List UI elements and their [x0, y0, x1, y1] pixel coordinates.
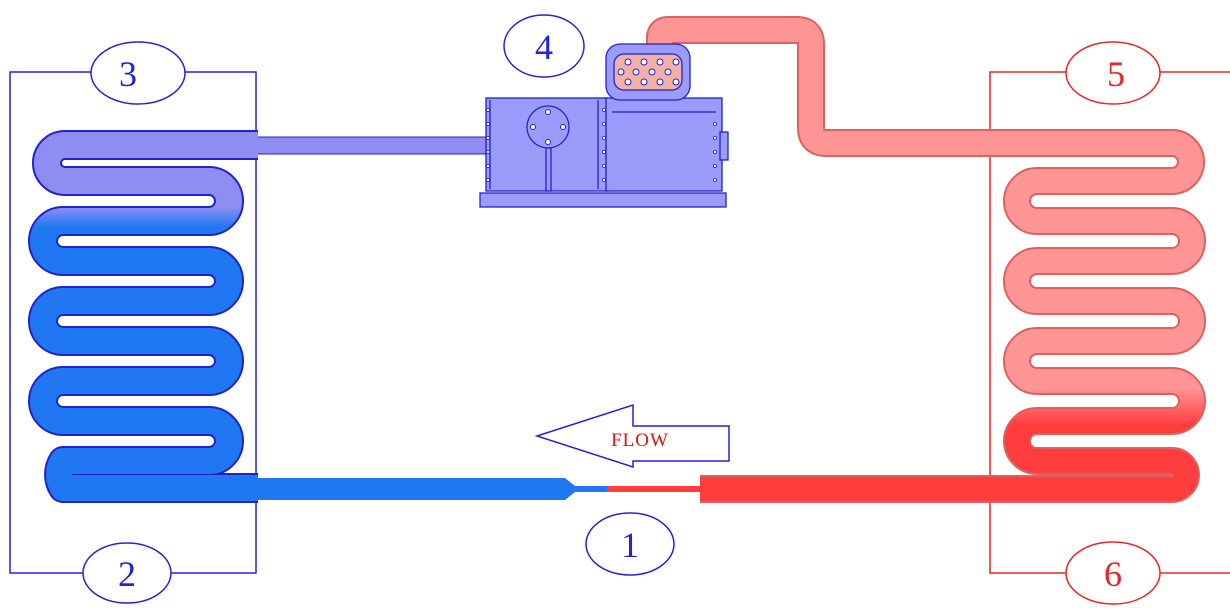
state-point-6-label: 6: [1104, 554, 1122, 594]
state-point-1-label: 1: [621, 525, 639, 565]
state-point-6: 6: [1065, 541, 1161, 605]
state-point-4-label: 4: [535, 27, 553, 67]
state-point-5: 5: [1065, 41, 1161, 105]
evaporator-coil: [28, 130, 258, 503]
state-point-1: 1: [585, 512, 675, 576]
state-point-4: 4: [503, 14, 585, 78]
suction-line: [254, 136, 488, 155]
state-point-3-label: 3: [119, 54, 137, 94]
flow-arrow-icon: FLOW: [534, 403, 730, 469]
compressor-icon: [479, 43, 729, 208]
state-point-2-label: 2: [118, 554, 136, 594]
state-point-5-label: 5: [1107, 54, 1125, 94]
condenser-coil: [646, 16, 1206, 503]
state-point-2: 2: [82, 542, 172, 604]
expansion-device: [255, 478, 1182, 500]
flow-label: FLOW: [611, 430, 669, 451]
state-point-3: 3: [90, 41, 186, 105]
